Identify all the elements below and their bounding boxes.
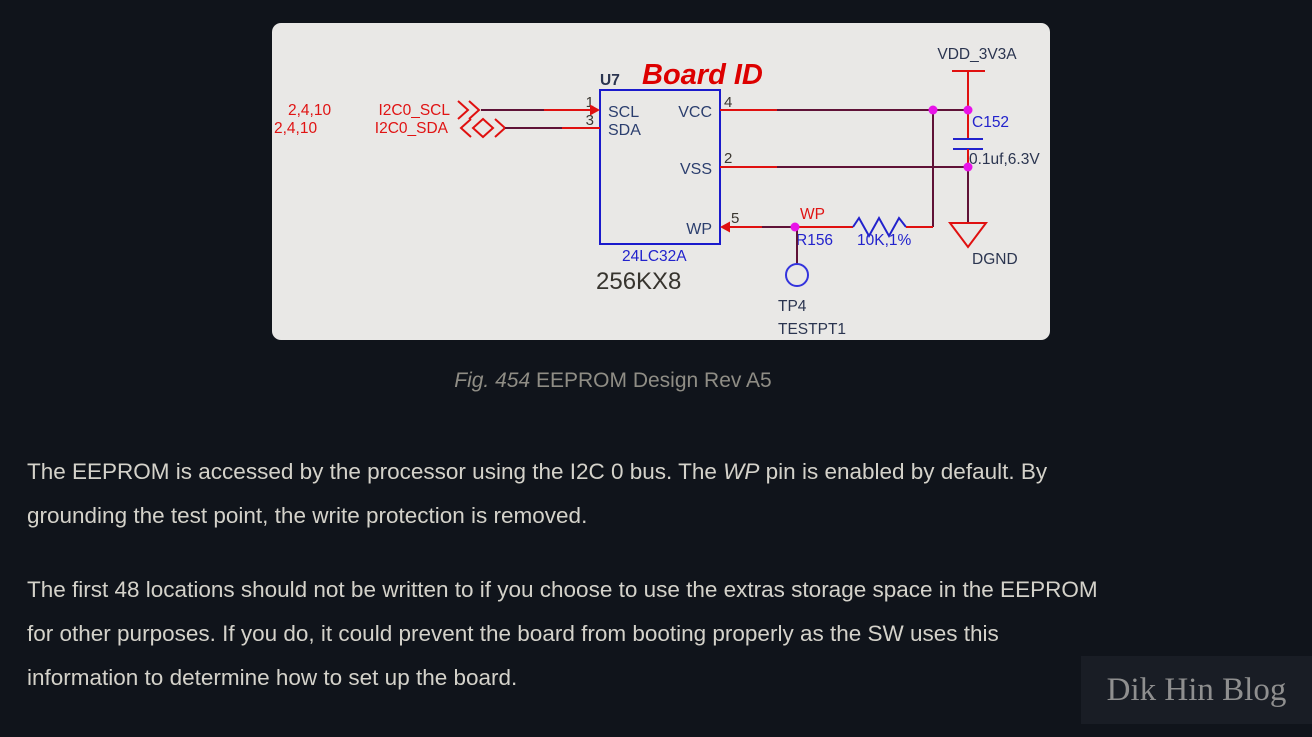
sda-wire — [459, 117, 600, 139]
pin-name-sda: SDA — [608, 122, 641, 139]
pin-name-scl: SCL — [608, 104, 639, 121]
scl-net-label: I2C0_SCL — [378, 102, 450, 119]
junction-dot-icon — [963, 162, 973, 172]
pin-number-3: 3 — [586, 112, 594, 129]
pin-name-vss: VSS — [680, 161, 712, 178]
schematic-image: Board ID U7 SCL SDA VCC VSS WP 1 3 4 2 5… — [272, 23, 1050, 340]
part-capacity-label: 256KX8 — [596, 268, 681, 295]
pin-number-2: 2 — [724, 150, 732, 167]
resistor-icon — [852, 215, 907, 239]
paragraph-1-text: The EEPROM is accessed by the processor … — [27, 459, 724, 484]
figure-caption: Fig. 454 EEPROM Design Rev A5 — [224, 368, 1002, 394]
pin-number-1: 1 — [586, 94, 594, 111]
junction-dot-icon — [790, 222, 800, 232]
capacitor-refdes: C152 — [972, 114, 1009, 131]
resistor-value: 10K,1% — [857, 232, 912, 249]
paragraph-2-text: information to determine how to set up t… — [27, 665, 518, 690]
blog-article: Board ID U7 SCL SDA VCC VSS WP 1 3 4 2 5… — [0, 23, 1312, 700]
paragraph-2: The first 48 locations should not be wri… — [27, 568, 1286, 700]
pin-number-5: 5 — [731, 210, 739, 227]
offpage-chevron-icon — [459, 118, 472, 138]
part-number-label: 24LC32A — [622, 248, 687, 265]
scl-wire — [457, 100, 600, 120]
junction-dots — [790, 105, 973, 232]
ground-icon — [948, 167, 988, 249]
paragraph-2-text: The first 48 locations should not be wri… — [27, 577, 1098, 602]
scl-page-refs: 2,4,10 — [288, 102, 331, 119]
power-rail-label: VDD_3V3A — [937, 46, 1017, 63]
paragraph-2-text: for other purposes. If you do, it could … — [27, 621, 999, 646]
offpage-chevron-icon — [494, 118, 507, 138]
testpoint-icon — [785, 227, 809, 287]
pin-arrow-icon — [720, 221, 730, 233]
figure-caption-number: Fig. 454 — [454, 369, 531, 392]
offpage-diamond-icon — [471, 117, 495, 139]
capacitor-icon — [953, 110, 983, 167]
power-rail-icon — [952, 70, 985, 110]
figure-caption-text: EEPROM Design Rev A5 — [530, 369, 772, 392]
pin-name-vcc: VCC — [678, 104, 712, 121]
watermark-badge: Dik Hin Blog — [1081, 656, 1312, 724]
sda-page-refs: 2,4,10 — [274, 120, 317, 137]
pin-name-wp: WP — [686, 221, 712, 238]
wp-wire — [720, 215, 933, 239]
testpoint-part: TESTPT1 — [778, 321, 846, 338]
paragraph-1: The EEPROM is accessed by the processor … — [27, 450, 1286, 538]
resistor-refdes: R156 — [796, 232, 833, 249]
junction-dot-icon — [963, 105, 973, 115]
sda-net-label: I2C0_SDA — [375, 120, 449, 137]
component-refdes: U7 — [600, 72, 620, 89]
capacitor-value: 0.1uf,6.3V — [969, 151, 1040, 168]
schematic-title: Board ID — [642, 59, 763, 91]
testpoint-refdes: TP4 — [778, 298, 807, 315]
junction-dot-icon — [928, 105, 938, 115]
eeprom-figure: Board ID U7 SCL SDA VCC VSS WP 1 3 4 2 5… — [27, 23, 1286, 394]
eeprom-schematic: Board ID U7 SCL SDA VCC VSS WP 1 3 4 2 5… — [274, 46, 1040, 338]
pin-number-4: 4 — [724, 94, 732, 111]
pin-arrow-icon — [590, 104, 600, 116]
wp-net-label: WP — [800, 206, 825, 223]
paragraph-1-text: grounding the test point, the write prot… — [27, 503, 588, 528]
ground-label: DGND — [972, 251, 1018, 268]
watermark-label: Dik Hin Blog — [1106, 671, 1287, 708]
offpage-chevron-icon — [457, 100, 470, 120]
offpage-chevron-icon — [468, 100, 481, 120]
paragraph-1-text: pin is enabled by default. By — [759, 459, 1048, 484]
paragraph-1-wp-italic: WP — [723, 459, 760, 484]
